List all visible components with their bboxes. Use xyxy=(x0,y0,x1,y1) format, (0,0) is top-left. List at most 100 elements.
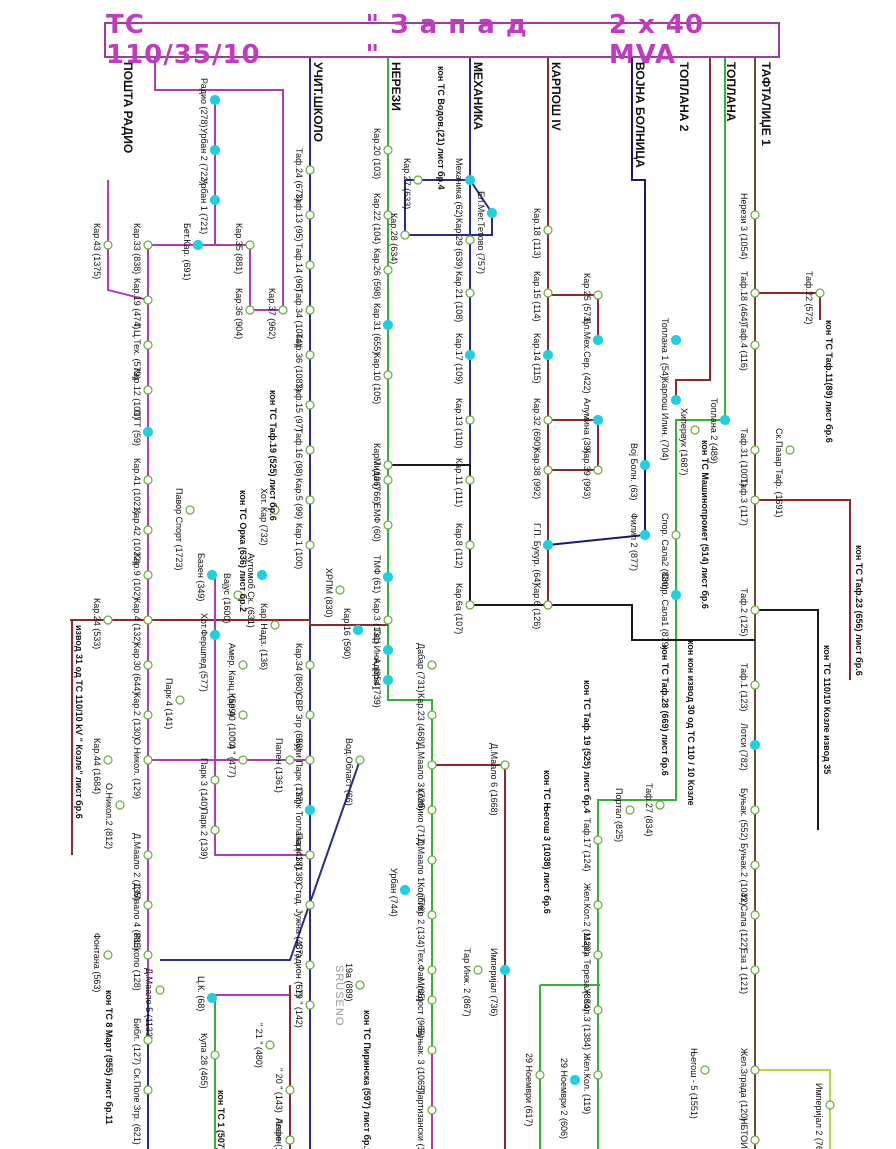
line-left-horizontal xyxy=(70,619,388,626)
line-posta-radio xyxy=(147,58,284,1000)
node-label-lenin: Ленин xyxy=(274,1118,284,1144)
node-label-n19: " 19 " (142) xyxy=(294,983,304,1028)
node-label-taf16: Таф.16 (98) xyxy=(294,428,304,477)
node-toplana2 xyxy=(719,414,731,426)
node-hot-fersped xyxy=(209,629,221,641)
node-label-alfe: Алфе (159) xyxy=(274,1118,284,1149)
node-label-mehanika62: Механика (62) xyxy=(454,158,464,217)
note-kon-kozle35: кон ТС 110/10 Козле извод 35 xyxy=(822,645,832,774)
node-label-kolbiko: Колбико (717) xyxy=(416,788,426,846)
node-label-dmaalo1-kolbiko: Д.Маало 1Колбико 2 (134) xyxy=(416,838,426,948)
note-kon-pirinska: кон ТС Пиринска (597) лист бр.11 xyxy=(362,1010,372,1149)
node-label-sport-sala1: Спор. Сала1 (879) xyxy=(660,573,670,650)
node-label-adora: Адора (739) xyxy=(372,658,382,708)
node-label-alumina: Алумина (39) xyxy=(582,398,592,453)
node-label-avtomob-sk: Аутомоб.Ск. (631) xyxy=(246,553,256,628)
node-n29-noemvri xyxy=(535,1070,545,1080)
node-label-kar20: Кар.20 (103) xyxy=(372,128,382,179)
node-label-kar44: Кар.44 (1684) xyxy=(92,738,102,794)
node-label-nerezi3: Нерези 3 (1054) xyxy=(739,193,749,260)
node-kar31 xyxy=(382,319,394,331)
node-bunjak2 xyxy=(750,860,760,870)
node-label-kar43: Кар.43 (1375) xyxy=(92,223,102,279)
node-label-taf15: Таф.15 (97) xyxy=(294,383,304,432)
node-label-zh-kol3: Ж.Кол.3 (1384) xyxy=(582,988,592,1050)
node-label-bunjak3: Буњак. 3 (1065) xyxy=(416,1028,426,1093)
node-label-urban744: Урбан (744) xyxy=(389,868,399,917)
node-label-bazen: Базен (349) xyxy=(196,553,206,601)
node-bunjak xyxy=(750,805,760,815)
node-label-kar42: Кар.42 (1022) xyxy=(132,508,142,564)
line-stadion xyxy=(160,759,361,961)
node-kar35 xyxy=(245,240,255,250)
node-taf15 xyxy=(305,400,315,410)
node-kar29 xyxy=(465,235,475,245)
node-label-n20: " 20 " (143) xyxy=(274,1068,284,1113)
node-label-kar37: Кар.37 (962) xyxy=(267,288,277,339)
feeder-label-vojna-bolnica: ВОЈНА БОЛНИЦА xyxy=(633,62,647,168)
node-label-sport-sala2: Спор. Сала2 (880) xyxy=(660,513,670,590)
node-kar42 xyxy=(143,525,153,535)
node-label-taf22: Таф.22 (572) xyxy=(804,271,814,325)
node-dmaalo6 xyxy=(500,760,510,770)
node-filip2 xyxy=(639,529,651,541)
node-label-voj-boln: Вој Болн. (63) xyxy=(629,443,639,500)
node-park-toplana xyxy=(304,804,316,816)
node-park4 xyxy=(175,695,185,705)
feeder-label-nerezi: НЕРЕЗИ xyxy=(389,62,403,111)
node-label-taf24: Таф.24 (673) xyxy=(294,148,304,202)
node-kar8 xyxy=(465,540,475,550)
node-label-partizanski: Партизански (133) xyxy=(416,1088,426,1149)
node-nerezi3 xyxy=(750,210,760,220)
node-kar36 xyxy=(245,305,255,315)
feeder-label-mehanika: МЕХАНИКА xyxy=(471,62,485,130)
node-tar-inzh xyxy=(382,644,394,656)
node-label-kar23: Кар.23 (468) xyxy=(416,693,426,744)
node-label-urban2: Урбан 2 (722) xyxy=(199,128,209,184)
node-kar16 xyxy=(352,624,364,636)
node-eza1 xyxy=(750,965,760,975)
node-label-zhel-zgrada: Жел.Зграда (120) xyxy=(739,1048,749,1121)
node-kar14 xyxy=(542,349,554,361)
node-label-dabar: Дабар (731) xyxy=(416,643,426,693)
node-label-park4: Парк 4 (141) xyxy=(164,678,174,729)
node-dmaalo1-kolbiko xyxy=(427,855,437,865)
line-posta-radio-kar43 xyxy=(107,180,149,301)
node-label-eza1: Еза 1 (121) xyxy=(739,948,749,994)
feeder-lines xyxy=(70,58,851,1149)
node-kar-nadz xyxy=(270,620,280,630)
note-kon-8mart: кон ТС 8 Март (955) лист бр.11 xyxy=(104,990,114,1124)
node-label-n19a: 19а (889) xyxy=(344,963,354,1002)
node-label-gp-bukur: Г.П. Букур. (64) xyxy=(532,523,542,585)
node-label-amer-kanc: Амер. Канц. (599) xyxy=(227,643,237,717)
node-kar4 xyxy=(143,615,153,625)
node-label-imperijal2: Империјал 2 (768) xyxy=(814,1083,824,1149)
node-sk-pole-zgr xyxy=(143,1085,153,1095)
node-kar40 xyxy=(238,710,248,720)
note-kon-vodov: кон ТС Водов.(21) лист бр.4 xyxy=(436,66,446,190)
node-label-taf14: Таф.14 (96) xyxy=(294,243,304,292)
node-taf1 xyxy=(750,680,760,690)
node-taf3 xyxy=(750,495,760,505)
node-kar37 xyxy=(278,305,288,315)
node-toplana1 xyxy=(670,334,682,346)
node-kar33 xyxy=(143,240,153,250)
node-label-taf17: Таф.17 (124) xyxy=(582,818,592,872)
node-kar24 xyxy=(103,615,113,625)
node-label-kar2: Кар.2 (130) xyxy=(132,693,142,739)
node-park1 xyxy=(305,850,315,860)
node-label-karpos-ilin: Карпош Илин. (704) xyxy=(660,378,670,461)
node-urban744 xyxy=(399,884,411,896)
node-label-park1: Парк 1 (138) xyxy=(294,833,304,884)
node-label-el-meh-srp: Ел.Мех.Сер. (422) xyxy=(582,318,592,394)
node-avtomob-sk xyxy=(256,569,268,581)
node-kar28 xyxy=(400,230,410,240)
node-label-zhel-kol: Жел.Кол. (119) xyxy=(582,1053,592,1114)
node-zhel-zgrada xyxy=(750,1065,760,1075)
node-taf17 xyxy=(593,835,603,845)
node-bunjak3 xyxy=(427,1045,437,1055)
node-pavor-sport xyxy=(185,505,195,515)
node-label-kar18: Кар.18 (113) xyxy=(532,208,542,259)
node-el-meg-tetovo xyxy=(486,207,498,219)
node-label-uk-sala: Ук.Сала (122) xyxy=(739,893,749,950)
